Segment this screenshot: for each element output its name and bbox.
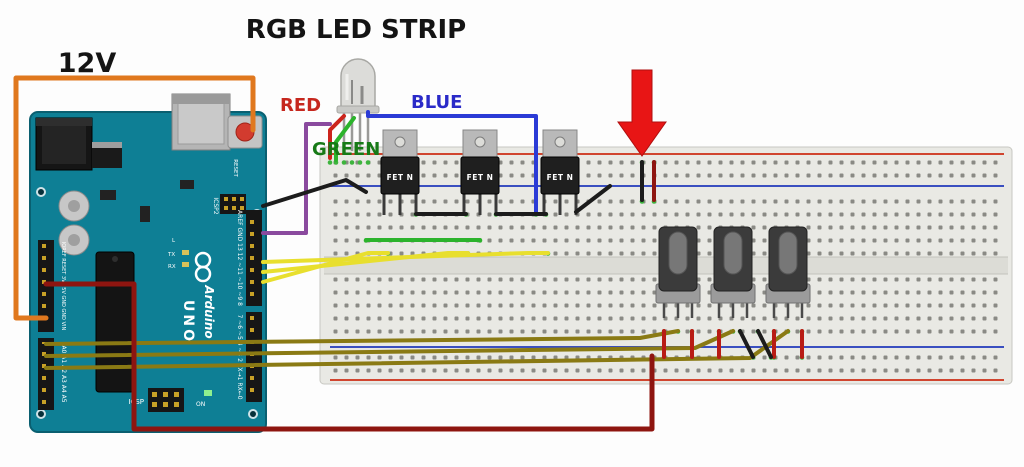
microcontroller-chip	[95, 251, 135, 393]
red-arrow-annotation-icon	[617, 69, 667, 157]
mosfet-tab-hole	[554, 136, 566, 148]
pot-knob	[668, 231, 688, 275]
arduino-board: RESET ICSP2 AREF GND 13 12 ~11 ~10 ~	[29, 93, 267, 433]
on-label: ON	[196, 401, 205, 408]
regulator-tab	[92, 142, 122, 148]
led-dome	[340, 58, 376, 111]
mosfet-3: FET N	[540, 129, 580, 215]
label-green: GREEN	[312, 139, 380, 160]
reset-silk-label: RESET	[232, 159, 238, 177]
icsp2-header	[220, 194, 246, 214]
arduino-brand-text: Arduino	[202, 284, 216, 338]
mosfet-label: FET N	[387, 173, 414, 182]
capacitor-top	[68, 200, 80, 212]
rx-led	[182, 262, 189, 267]
wire-yellow-pwm-3	[261, 251, 390, 284]
led-flange	[336, 105, 380, 114]
smd-component	[100, 190, 116, 200]
wires	[13, 75, 804, 432]
wire-red-channel	[328, 114, 346, 160]
label-blue: BLUE	[411, 92, 462, 113]
label-red: RED	[280, 95, 321, 116]
reset-button	[227, 115, 263, 149]
digital-header-bottom-pins	[250, 316, 258, 398]
potentiometer-3	[765, 226, 811, 318]
wire-black-diagonal	[574, 184, 612, 214]
tx-led	[182, 250, 189, 255]
on-led	[204, 390, 212, 396]
analog-header-pins	[42, 342, 50, 406]
capacitor-top	[68, 234, 80, 246]
rx-label: RX	[168, 264, 176, 270]
wire-orange-12v	[13, 75, 256, 321]
led-l-label: L	[172, 238, 176, 244]
mosfet-2: FET N	[460, 129, 500, 215]
label-12v: 12V	[58, 48, 117, 79]
mosfet-body	[460, 156, 500, 195]
wire-green-channel	[334, 116, 356, 162]
chip-notch	[112, 256, 118, 262]
rgb-led	[336, 58, 380, 151]
label-rgb-led-strip: RGB LED STRIP	[246, 15, 466, 45]
arduino-infinity-logo-icon	[194, 251, 212, 283]
mounting-hole	[36, 409, 46, 419]
potentiometer-1	[655, 226, 701, 318]
mosfet-label: FET N	[547, 173, 574, 182]
wire-blue-channel	[366, 110, 538, 216]
wire-black-stub-2	[756, 329, 773, 359]
digital-pin-labels-top: AREF GND 13 12 ~11 ~10 ~9 8	[236, 210, 243, 306]
wire-purple	[261, 122, 332, 235]
mounting-hole	[36, 187, 46, 197]
mosfet-tab-hole	[474, 136, 486, 148]
icsp2-label: ICSP2	[212, 197, 219, 214]
icsp-header	[148, 388, 184, 412]
digital-pin-labels-bottom: 7 ~6 ~5 4 ~3 2 TX→1 RX←0	[236, 314, 243, 399]
power-jack	[35, 117, 93, 171]
voltage-regulator	[92, 148, 122, 168]
arduino-model-text: UNO	[180, 300, 196, 344]
analog-pin-labels: A0 A1 A2 A3 A4 A5	[60, 345, 67, 402]
digital-header-top-pins	[250, 214, 258, 302]
pot-knob	[778, 231, 798, 275]
wire-dark-red-power	[43, 281, 655, 432]
usb-connector	[171, 93, 231, 151]
mosfet-tab-hole	[394, 136, 406, 148]
breadboard-holes-top-rail	[332, 158, 998, 182]
potentiometer-2	[710, 226, 756, 318]
mosfet-1: FET N	[380, 129, 420, 215]
mosfet-body	[380, 156, 420, 195]
mosfet-label: FET N	[467, 173, 494, 182]
tx-label: TX	[167, 252, 175, 258]
smd-component	[180, 180, 194, 189]
breadboard	[319, 146, 1013, 385]
mounting-hole	[248, 409, 258, 419]
pot-knob	[723, 231, 743, 275]
smd-component	[140, 206, 150, 222]
mosfet-body	[540, 156, 580, 195]
annotation-labels: 12V RGB LED STRIP RED BLUE GREEN	[58, 15, 466, 160]
wire-black-stub-1	[738, 329, 755, 359]
wire-black-ground	[261, 178, 368, 208]
